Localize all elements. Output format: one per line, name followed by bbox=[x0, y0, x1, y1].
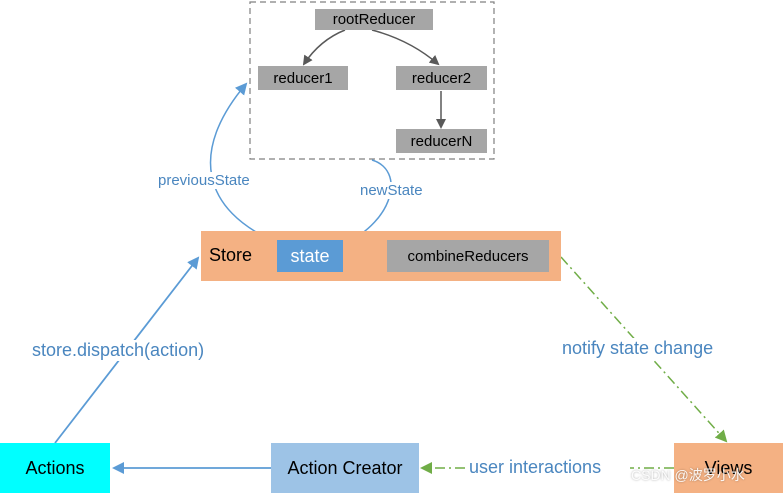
store-label: Store bbox=[209, 245, 253, 265]
edge-root-to-reducer1 bbox=[302, 29, 346, 66]
notify-label: notify state change bbox=[560, 338, 716, 359]
action-creator-label: Action Creator bbox=[287, 457, 403, 478]
store-node: Store state combineReducers bbox=[201, 231, 561, 281]
combine-reducers-label: combineReducers bbox=[407, 247, 529, 265]
root-reducer-label: rootReducer bbox=[332, 11, 416, 28]
reducer1-label: reducer1 bbox=[273, 69, 333, 87]
combine-reducers-node: combineReducers bbox=[387, 240, 549, 272]
dispatch-label: store.dispatch(action) bbox=[30, 340, 207, 361]
state-label: state bbox=[290, 245, 330, 266]
views-label: Views bbox=[704, 457, 753, 478]
watermark: CSDN @波罗小水 bbox=[631, 467, 745, 483]
edge-previous-state bbox=[209, 82, 279, 244]
previous-state-label: previousState bbox=[157, 172, 251, 189]
actions-label: Actions bbox=[25, 457, 85, 478]
state-node: state bbox=[277, 240, 343, 272]
user-interactions-label: user interactions bbox=[469, 457, 602, 477]
actions-node: Actions bbox=[0, 443, 110, 493]
reducer1-node: reducer1 bbox=[258, 66, 348, 90]
action-creator-node: Action Creator bbox=[271, 443, 419, 493]
root-reducer-node: rootReducer bbox=[315, 9, 433, 30]
reducer2-label: reducer2 bbox=[411, 69, 472, 87]
new-state-label: newState bbox=[359, 182, 424, 199]
reducers-container bbox=[249, 1, 495, 160]
edge-root-to-reducer2 bbox=[371, 29, 440, 66]
reducerN-label: reducerN bbox=[410, 132, 473, 150]
views-node: Views bbox=[674, 443, 783, 493]
reducerN-node: reducerN bbox=[396, 129, 487, 153]
reducer2-node: reducer2 bbox=[396, 66, 487, 90]
